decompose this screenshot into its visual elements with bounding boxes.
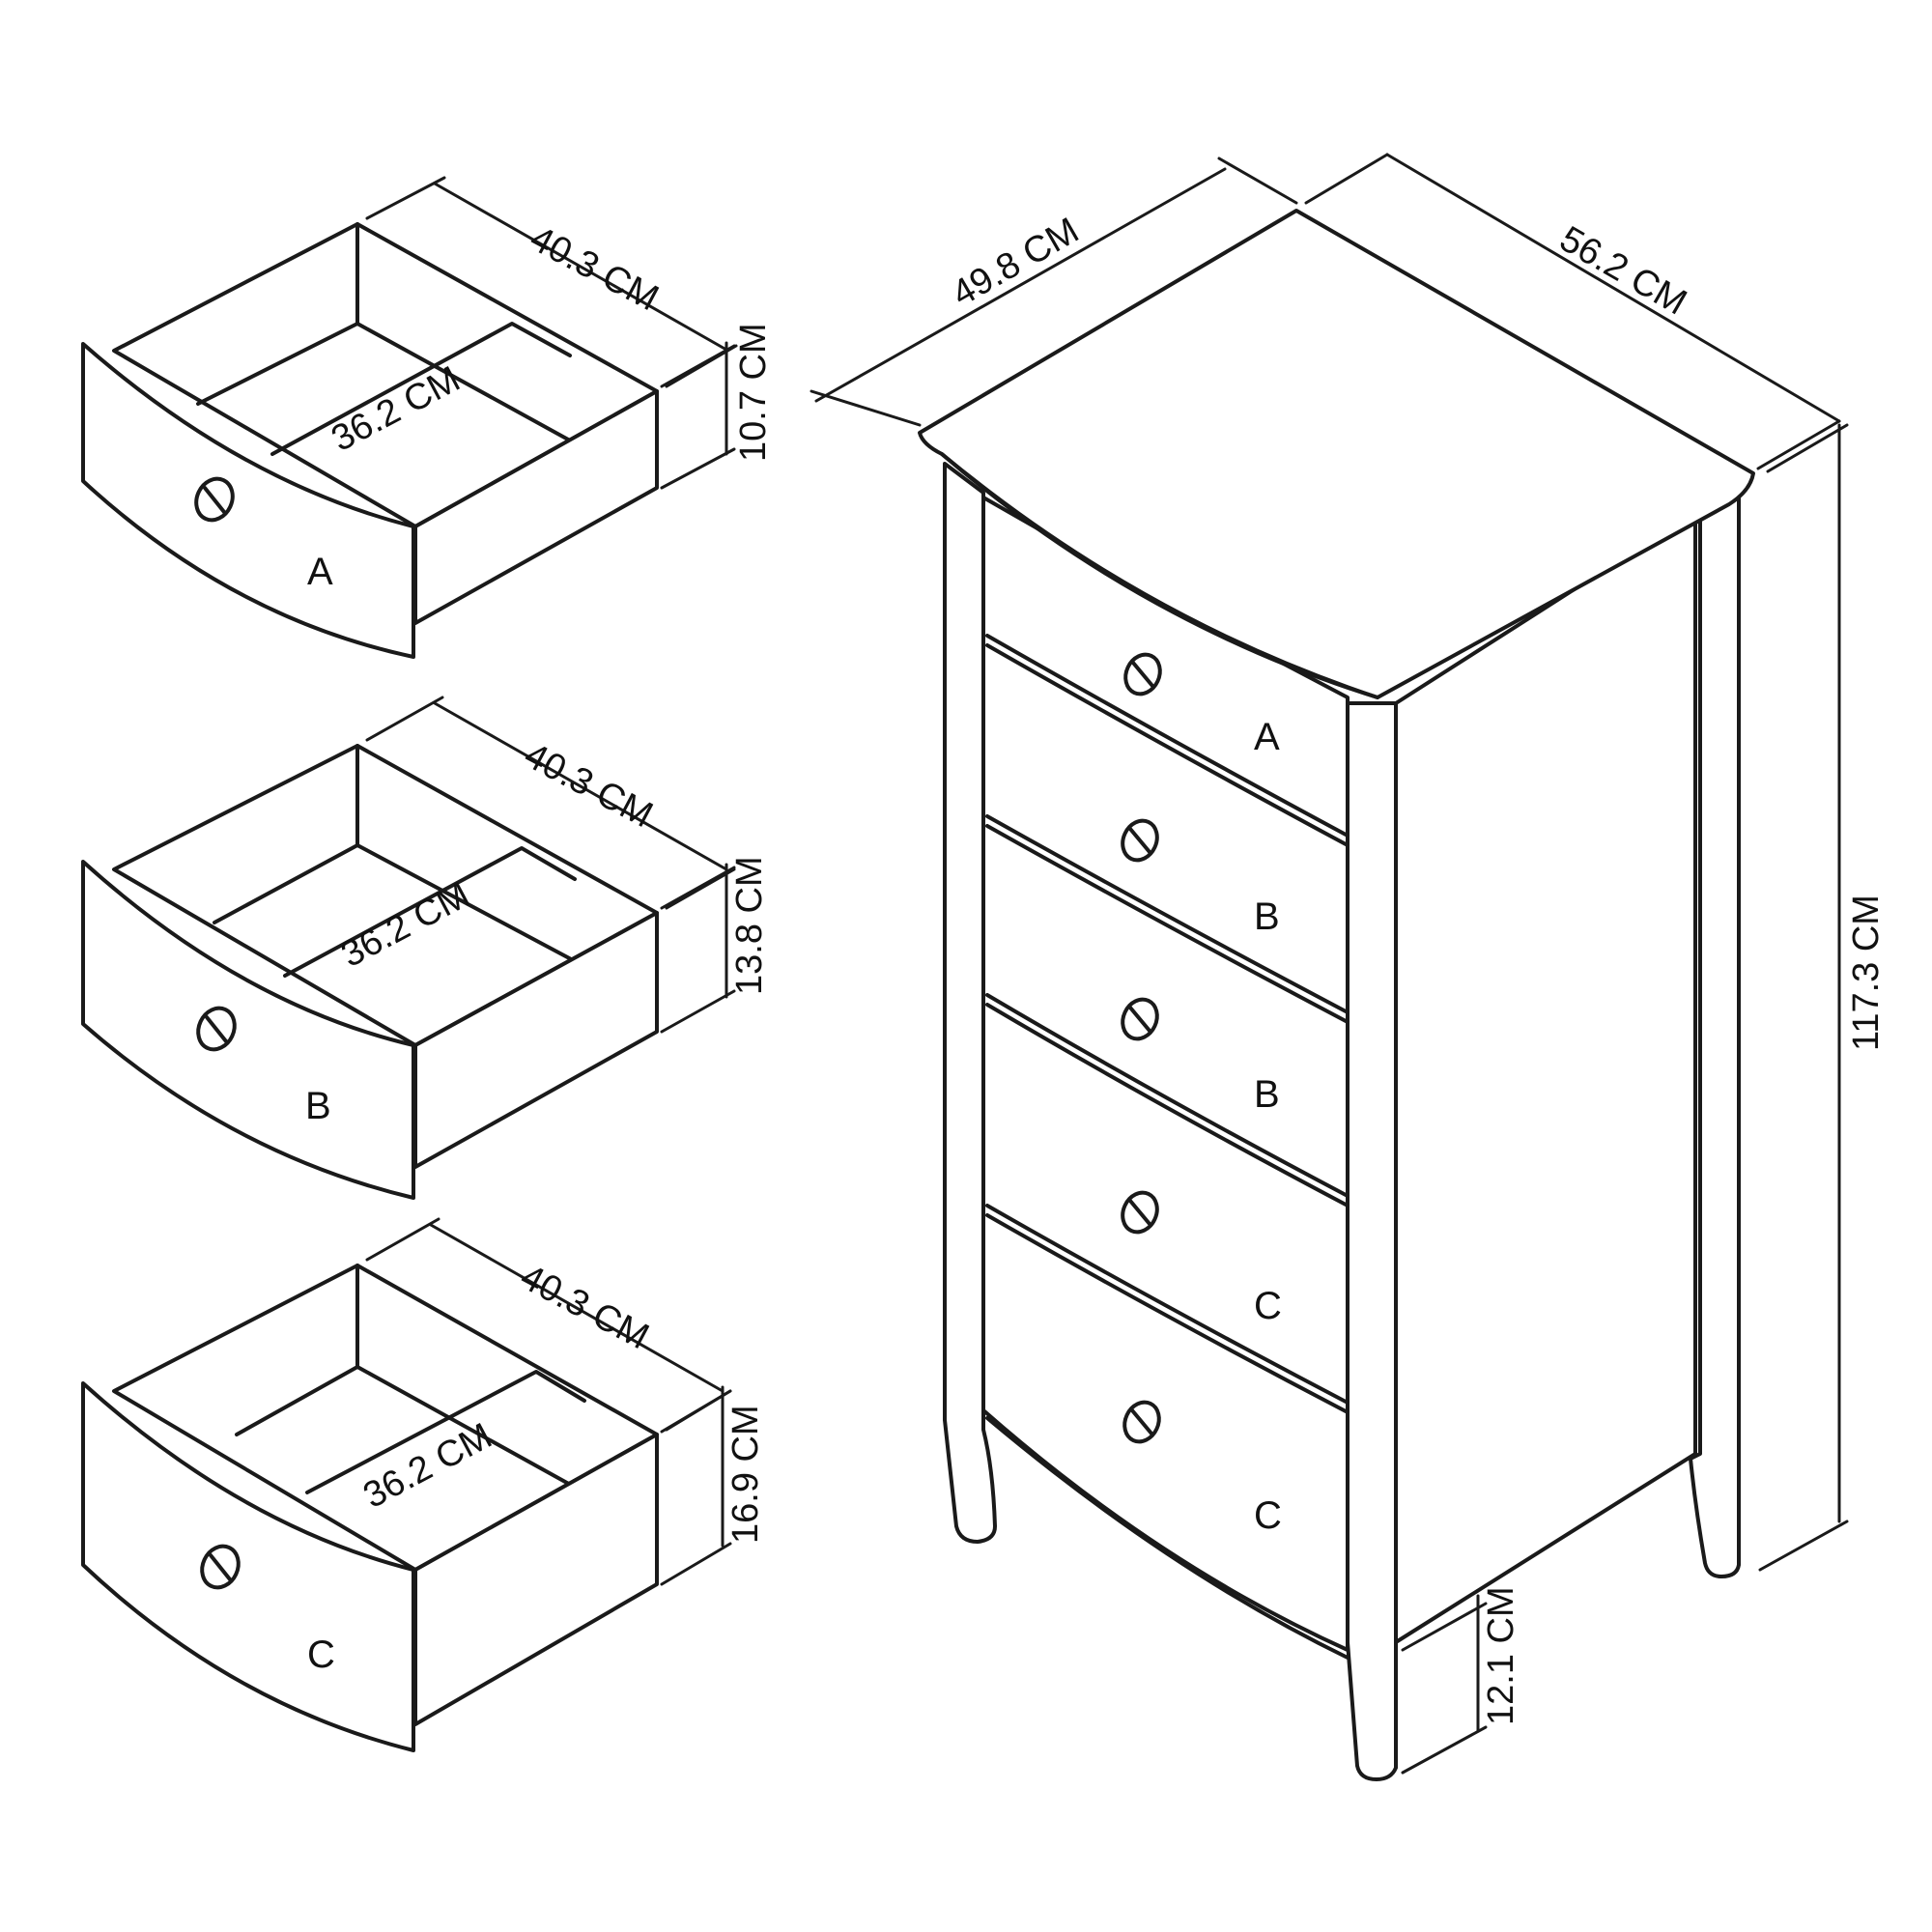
cabinet-drawer-letter-3: B (1254, 1073, 1280, 1116)
drawer-b-height-label: 13.8 CM (729, 856, 770, 995)
drawer-b: B 40.3 CM 36.2 CM 13.8 CM (81, 696, 770, 1200)
drawer-b-inner-edge (355, 843, 577, 963)
drawer-a-depth-label: 40.3 CM (524, 218, 666, 320)
drawer-b-depth-ext-right (665, 867, 736, 910)
drawer-a-divider (270, 322, 572, 456)
drawer-a-front-panel (81, 342, 415, 659)
cabinet-drawer-divider-2 (985, 814, 1350, 1014)
drawer-b-divider (283, 846, 577, 978)
drawer-a-height-ext-bottom (660, 447, 736, 490)
cabinet-drawer-divider-3 (985, 993, 1350, 1198)
cabinet: A B B C C 49.8 CM 56.2 CM 117.3 CM 12.1 … (810, 153, 1887, 1781)
cabinet-knob-4-icon (1121, 1190, 1159, 1235)
cabinet-width-ext-right (1217, 156, 1298, 205)
cabinet-drawer-divider-4 (985, 1204, 1350, 1405)
cabinet-drawer-letter-4: C (1254, 1285, 1282, 1327)
cabinet-drawer-divider-4b (985, 1213, 1350, 1414)
drawer-a-depth-line (433, 182, 728, 352)
drawer-a-inner-edge (355, 322, 572, 442)
cabinet-top (918, 209, 1755, 699)
cabinet-top-front-edge (940, 452, 1379, 699)
cabinet-width-ext-left (810, 389, 922, 427)
drawer-a: A 40.3 CM 36.2 CM 10.7 CM (81, 176, 774, 659)
cabinet-width-line (814, 167, 1227, 403)
drawer-b-height-ext-top (660, 866, 736, 910)
drawer-c-depth-line (429, 1223, 724, 1393)
drawer-c: C 40.3 CM 36.2 CM 16.9 CM (81, 1217, 766, 1752)
drawer-b-depth-label: 40.3 CM (518, 735, 660, 837)
cabinet-leg-ext-bottom (1401, 1725, 1488, 1775)
cabinet-height-ext-bottom (1758, 1520, 1849, 1572)
cabinet-drawer-divider-3b (985, 1003, 1350, 1208)
cabinet-knob-2-icon (1121, 818, 1159, 863)
drawer-b-depth-line (433, 701, 728, 871)
drawer-c-front-panel (81, 1381, 415, 1752)
cabinet-depth-ext-right (1756, 419, 1841, 470)
drawer-a-height-label: 10.7 CM (733, 323, 774, 462)
cabinet-width-label: 49.8 CM (946, 211, 1086, 315)
drawer-c-height-ext-bottom (660, 1542, 732, 1586)
cabinet-knob-1-icon (1123, 652, 1162, 696)
drawer-c-height-label: 16.9 CM (725, 1405, 766, 1544)
drawer-c-height-ext-top (660, 1389, 732, 1434)
cabinet-side-panel (1394, 510, 1697, 1644)
drawer-a-knob-icon (194, 476, 235, 523)
cabinet-leg-ext-top (1401, 1602, 1488, 1652)
drawer-a-height-ext-top (660, 344, 736, 388)
drawer-b-depth-ext-left (365, 696, 444, 742)
cabinet-leg-height-label: 12.1 CM (1481, 1586, 1521, 1725)
drawer-b-height-ext-bottom (660, 989, 736, 1034)
cabinet-height-label: 117.3 CM (1846, 895, 1887, 1051)
cabinet-height-ext-top (1766, 423, 1849, 473)
drawer-a-letter: A (307, 551, 333, 593)
cabinet-front-face (981, 496, 1350, 1652)
cabinet-back-leg (1689, 486, 1741, 1578)
drawer-a-depth-ext-left (365, 176, 446, 220)
cabinet-depth-label: 56.2 CM (1553, 218, 1693, 323)
cabinet-drawer-letter-1: A (1254, 716, 1280, 758)
drawer-b-knob-icon (196, 1006, 237, 1052)
cabinet-front-right-post (1346, 701, 1398, 1781)
drawer-c-inner-edge (355, 1365, 586, 1494)
cabinet-drawer-letter-5: C (1254, 1494, 1282, 1537)
drawer-c-knob-icon (200, 1544, 241, 1590)
drawer-c-depth-ext-left (365, 1217, 440, 1262)
cabinet-plinth-line (985, 1416, 1350, 1660)
drawer-b-front-panel (81, 860, 415, 1200)
cabinet-depth-ext-left (1304, 153, 1389, 205)
cabinet-drawer-divider-1b (985, 643, 1350, 847)
cabinet-drawer-letter-2: B (1254, 895, 1280, 938)
cabinet-knob-5-icon (1122, 1400, 1161, 1444)
cabinet-drawer-divider-2b (985, 824, 1350, 1024)
drawer-c-depth-label: 40.3 CM (514, 1257, 656, 1358)
drawer-b-letter: B (305, 1085, 331, 1127)
drawer-c-letter: C (307, 1634, 335, 1676)
cabinet-drawer-divider-1 (985, 634, 1350, 838)
drawer-c-divider (305, 1370, 586, 1494)
cabinet-depth-line (1385, 153, 1841, 423)
cabinet-knob-3-icon (1121, 997, 1159, 1041)
